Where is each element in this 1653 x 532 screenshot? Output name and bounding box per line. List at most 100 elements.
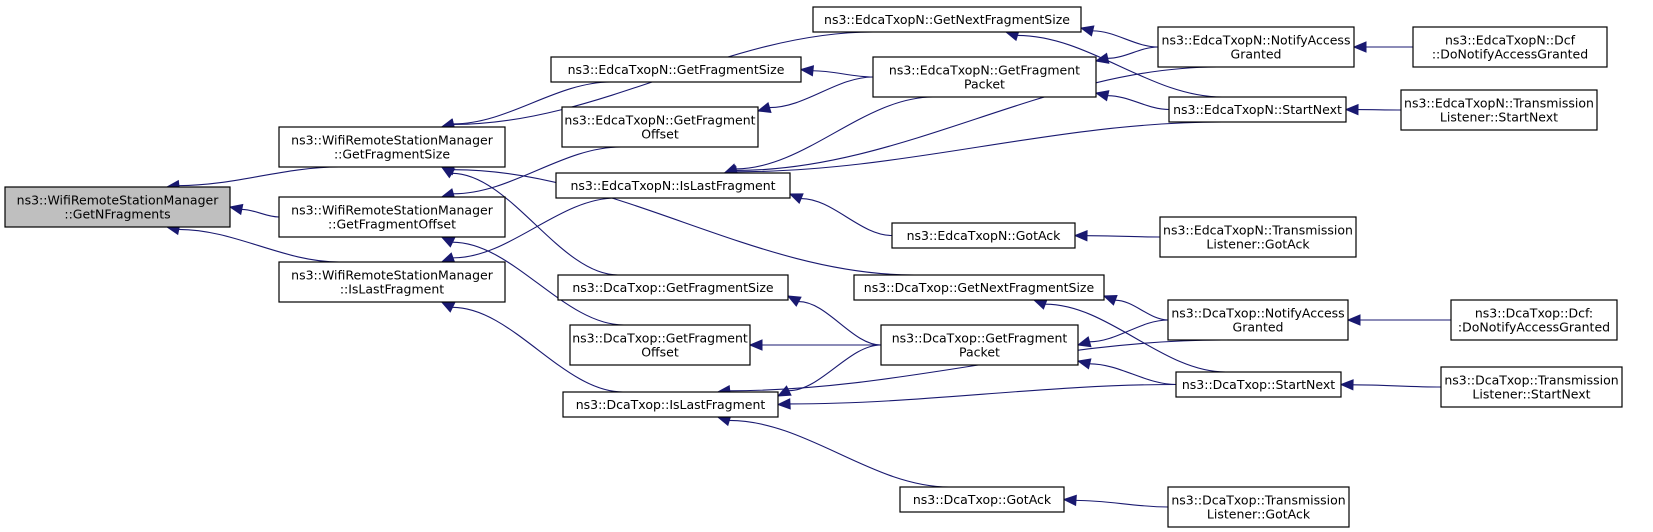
- node-label: ns3::DcaTxop::GetFragmentSize: [572, 280, 774, 295]
- node-label: ns3::WifiRemoteStationManager: [291, 268, 494, 283]
- edge-line: [178, 228, 340, 263]
- edge-line: [769, 76, 874, 109]
- node-box: [555, 172, 791, 199]
- call-edge: [1094, 90, 1170, 111]
- arrowhead-icon: [776, 385, 792, 397]
- arrowhead-icon: [1346, 314, 1361, 326]
- function-node[interactable]: ns3::DcaTxop::GetFragmentOffset: [569, 324, 751, 366]
- node-box: [1175, 371, 1342, 398]
- node-box: [278, 196, 506, 238]
- function-node[interactable]: ns3::EdcaTxopN::GetFragmentOffset: [561, 106, 759, 148]
- arrowhead-icon: [1102, 295, 1118, 306]
- call-edge: [756, 76, 874, 113]
- call-edge: [1102, 295, 1169, 321]
- edge-line: [812, 70, 874, 78]
- function-node[interactable]: ns3::EdcaTxopN::NotifyAccessGranted: [1157, 26, 1355, 68]
- node-label: ns3::EdcaTxopN::StartNext: [1173, 102, 1342, 117]
- arrowhead-icon: [440, 301, 456, 313]
- nodes-layer: ns3::WifiRemoteStationManager::GetNFragm…: [4, 6, 1623, 528]
- function-node[interactable]: ns3::DcaTxop::GetFragmentSize: [557, 274, 789, 301]
- function-node[interactable]: ns3::DcaTxop::StartNext: [1175, 371, 1342, 398]
- function-node[interactable]: ns3::DcaTxop::NotifyAccessGranted: [1167, 299, 1349, 341]
- arrowhead-icon: [1079, 25, 1095, 37]
- node-box: [891, 222, 1076, 249]
- function-node[interactable]: ns3::EdcaTxopN::Dcf::DoNotifyAccessGrant…: [1412, 26, 1608, 68]
- arrowhead-icon: [1032, 299, 1048, 310]
- call-edge: [1073, 229, 1161, 242]
- node-label: Granted: [1233, 320, 1284, 335]
- node-box: [1412, 26, 1608, 68]
- node-label: ns3::WifiRemoteStationManager: [291, 133, 494, 148]
- edge-line: [789, 383, 1177, 405]
- edge-line: [1017, 34, 1223, 98]
- arrowhead-icon: [440, 252, 456, 264]
- node-label: ::DoNotifyAccessGranted: [1432, 47, 1588, 62]
- edge-line: [1089, 319, 1169, 343]
- function-node[interactable]: ns3::WifiRemoteStationManager::GetFragme…: [278, 126, 506, 168]
- node-label: ::IsLastFragment: [340, 282, 444, 297]
- node-label: ns3::DcaTxop::StartNext: [1182, 377, 1335, 392]
- edge-line: [1107, 46, 1159, 59]
- call-edge: [1076, 319, 1169, 348]
- edge-line: [735, 96, 934, 170]
- function-node[interactable]: ns3::DcaTxop::TransmissionListener::Star…: [1440, 366, 1623, 408]
- edge-line: [452, 197, 617, 259]
- edge-line: [1352, 384, 1442, 388]
- arrowhead-icon: [228, 203, 244, 216]
- function-node[interactable]: ns3::EdcaTxopN::TransmissionListener::St…: [1400, 89, 1598, 131]
- node-box: [853, 274, 1105, 301]
- node-label: ns3::DcaTxop::GetFragment: [892, 331, 1068, 346]
- node-label: ns3::DcaTxop::GetFragment: [572, 331, 748, 346]
- node-box: [899, 486, 1065, 513]
- call-edge: [1079, 25, 1159, 48]
- node-label: ns3::EdcaTxopN::GetFragment: [564, 113, 755, 128]
- node-box: [1157, 26, 1355, 68]
- function-node[interactable]: ns3::DcaTxop::IsLastFragment: [562, 391, 779, 418]
- node-box: [4, 186, 231, 228]
- edge-line: [1075, 499, 1169, 508]
- function-node[interactable]: ns3::WifiRemoteStationManager::GetFragme…: [278, 196, 506, 238]
- call-edge: [748, 339, 882, 351]
- arrowhead-icon: [1344, 103, 1359, 116]
- function-node[interactable]: ns3::DcaTxop::GetNextFragmentSize: [853, 274, 1105, 301]
- edge-line: [1089, 363, 1177, 386]
- arrowhead-icon: [1352, 41, 1367, 53]
- function-node[interactable]: ns3::EdcaTxopN::GetFragmentSize: [550, 56, 802, 83]
- node-label: ns3::DcaTxop::Transmission: [1444, 373, 1618, 388]
- node-label: ns3::EdcaTxopN::Dcf: [1445, 33, 1576, 48]
- node-label: ns3::EdcaTxopN::GotAck: [907, 228, 1062, 243]
- call-edge: [788, 193, 893, 237]
- function-node[interactable]: ns3::EdcaTxopN::StartNext: [1168, 96, 1347, 123]
- function-node[interactable]: ns3::DcaTxop::TransmissionListener::GotA…: [1167, 486, 1350, 528]
- function-node[interactable]: ns3::EdcaTxopN::GotAck: [891, 222, 1076, 249]
- function-node[interactable]: ns3::DcaTxop::Dcf::DoNotifyAccessGranted: [1450, 299, 1618, 341]
- node-label: Listener::StartNext: [1472, 387, 1590, 402]
- call-edge: [1346, 314, 1452, 326]
- function-node[interactable]: ns3::DcaTxop::GotAck: [899, 486, 1065, 513]
- function-node[interactable]: ns3::WifiRemoteStationManager::IsLastFra…: [278, 261, 506, 303]
- node-label: ns3::DcaTxop::IsLastFragment: [576, 397, 766, 412]
- node-label: Packet: [964, 77, 1005, 92]
- edge-line: [453, 81, 612, 125]
- node-label: ns3::DcaTxop::GotAck: [913, 492, 1052, 507]
- arrowhead-icon: [756, 101, 772, 113]
- root-function-node[interactable]: ns3::WifiRemoteStationManager::GetNFragm…: [4, 186, 231, 228]
- node-label: ns3::EdcaTxopN::Transmission: [1163, 223, 1353, 238]
- function-node[interactable]: ns3::EdcaTxopN::TransmissionListener::Go…: [1159, 216, 1357, 258]
- node-label: Listener::GotAck: [1207, 507, 1311, 522]
- edge-line: [452, 306, 624, 393]
- edge-line: [178, 166, 340, 187]
- edge-line: [1107, 95, 1170, 111]
- call-edge: [716, 415, 950, 488]
- arrowhead-icon: [1339, 379, 1354, 391]
- call-edge: [440, 236, 625, 326]
- node-box: [557, 274, 789, 301]
- node-label: ns3::EdcaTxopN::Transmission: [1404, 96, 1594, 111]
- node-label: :DoNotifyAccessGranted: [1458, 320, 1610, 335]
- node-label: ns3::EdcaTxopN::IsLastFragment: [570, 178, 775, 193]
- function-node[interactable]: ns3::EdcaTxopN::IsLastFragment: [555, 172, 791, 199]
- function-node[interactable]: ns3::EdcaTxopN::GetNextFragmentSize: [812, 6, 1082, 33]
- node-box: [1440, 366, 1623, 408]
